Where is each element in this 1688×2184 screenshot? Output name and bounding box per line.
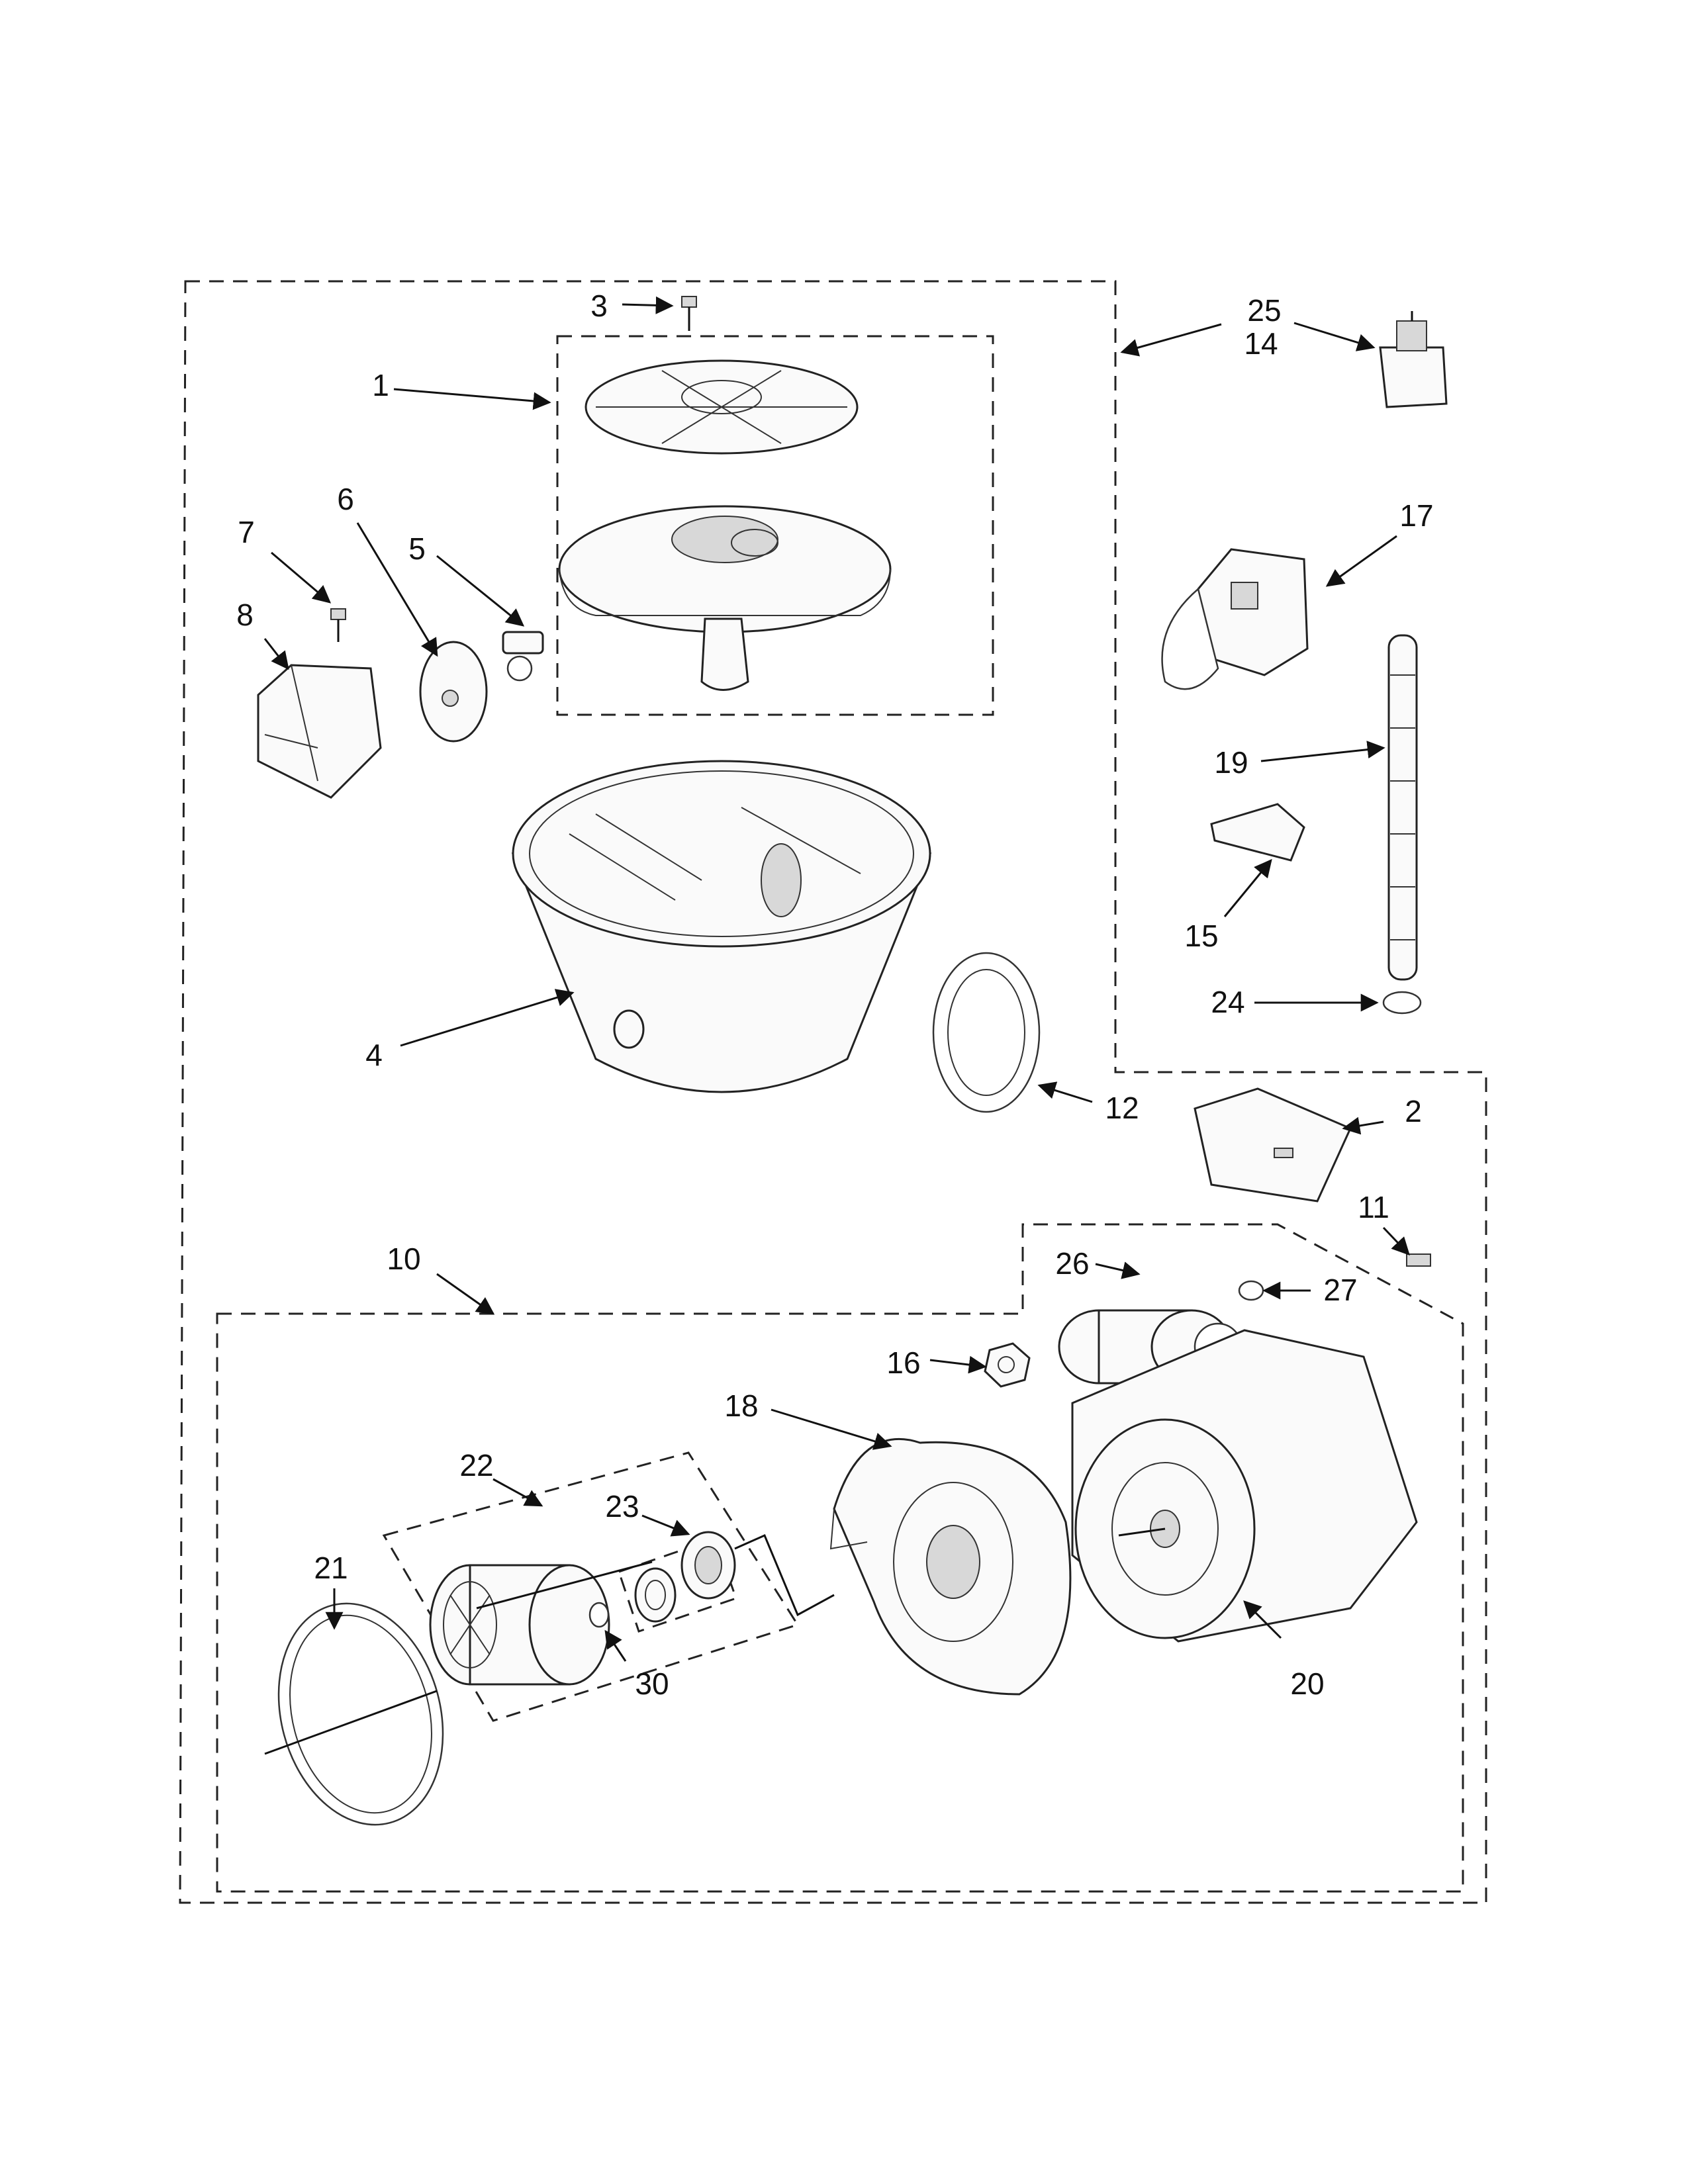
callout-14: 14 <box>1244 326 1278 361</box>
callout-23: 23 <box>605 1489 639 1524</box>
part-24-clamp <box>1382 991 1422 1015</box>
part-17-bracket <box>1161 548 1309 690</box>
part-20-motor <box>1071 1329 1418 1643</box>
part-5-clip <box>502 631 544 682</box>
callout-1: 1 <box>372 368 389 402</box>
callout-2: 2 <box>1405 1094 1422 1128</box>
callout-10: 10 <box>387 1242 420 1276</box>
part-25-sensor <box>1379 311 1448 408</box>
callout-25: 25 <box>1247 293 1281 328</box>
part-8-housing <box>257 664 382 799</box>
assembly-axis-lines <box>264 1534 835 1755</box>
assembly-10-boundary <box>216 1223 1464 1893</box>
callout-7: 7 <box>238 515 255 549</box>
part-4-sump <box>511 760 932 1093</box>
part-16-nut <box>984 1342 1031 1388</box>
callout-21: 21 <box>314 1551 348 1585</box>
callout-6: 6 <box>337 482 354 516</box>
part-22-impeller <box>429 1564 610 1686</box>
assembly-23-boundary <box>618 1537 737 1633</box>
assembly-1-boundary <box>556 335 994 716</box>
part-11-screw <box>1406 1253 1431 1267</box>
callout-labels: 3 1 6 7 5 8 4 12 25 14 17 19 15 24 2 11 … <box>236 289 1433 1701</box>
callout-3: 3 <box>590 289 608 323</box>
part-18-housing <box>829 1437 1072 1696</box>
part-1-filter-assembly <box>558 359 892 691</box>
callout-8: 8 <box>236 598 254 632</box>
callout-15: 15 <box>1184 919 1218 953</box>
callout-30: 30 <box>635 1666 669 1701</box>
callout-16: 16 <box>886 1345 920 1380</box>
part-23-seal <box>634 1531 736 1623</box>
callout-24: 24 <box>1211 985 1244 1019</box>
callout-19: 19 <box>1214 745 1248 780</box>
callout-20: 20 <box>1290 1666 1324 1701</box>
part-19-hose <box>1387 634 1418 981</box>
callout-22: 22 <box>459 1448 493 1482</box>
callout-17: 17 <box>1399 498 1433 533</box>
assembly-14-boundary <box>179 280 1487 1904</box>
callout-27: 27 <box>1323 1273 1357 1307</box>
callout-12: 12 <box>1105 1091 1139 1125</box>
part-15-clip <box>1210 803 1305 862</box>
part-6-disc <box>419 641 488 743</box>
leader-lines <box>263 296 1410 1662</box>
part-30-washer <box>588 1602 610 1628</box>
callout-11: 11 <box>1358 1190 1389 1224</box>
callout-5: 5 <box>408 531 426 566</box>
part-12-ring <box>932 952 1041 1113</box>
part-27-washer <box>1238 1280 1264 1301</box>
callout-4: 4 <box>365 1038 383 1072</box>
part-7-screw <box>330 608 346 642</box>
part-2-cover <box>1194 1087 1352 1203</box>
part-3-screw <box>681 296 697 331</box>
callout-18: 18 <box>724 1388 758 1423</box>
callout-26: 26 <box>1055 1246 1089 1281</box>
